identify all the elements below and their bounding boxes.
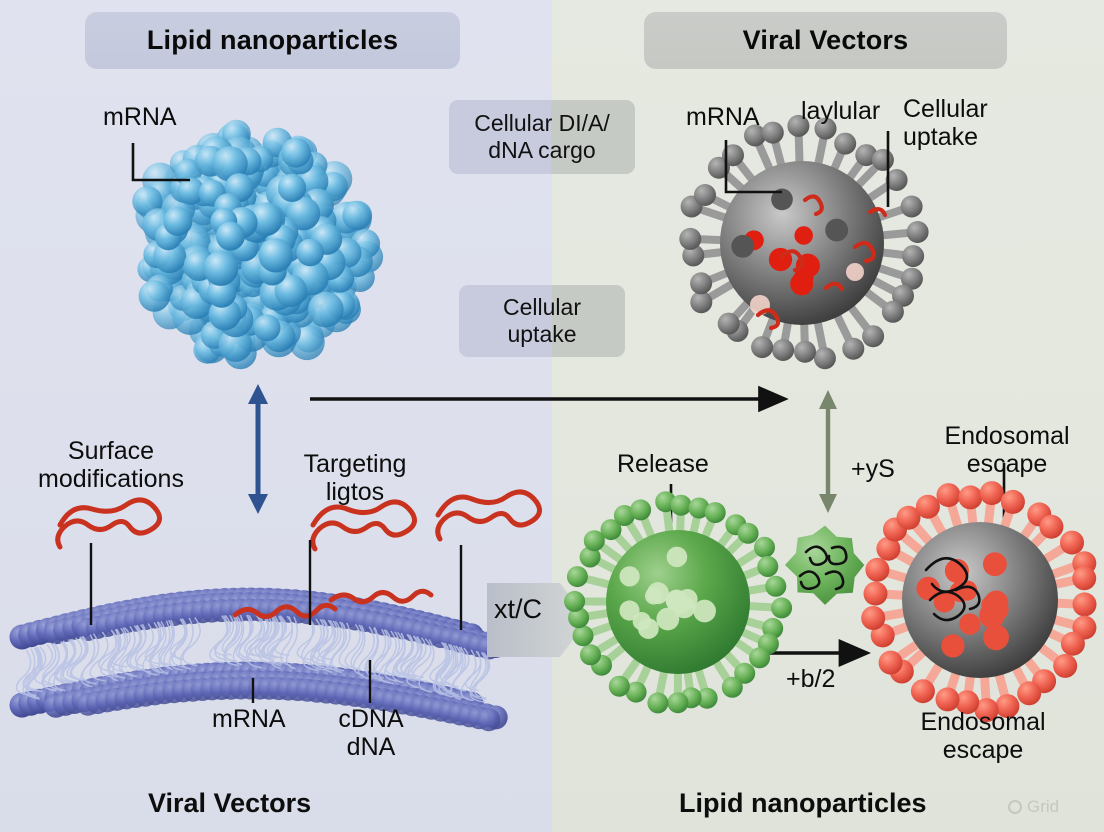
label-plus-b2: +b/2 (786, 665, 836, 693)
label-endosomal-escape-top: Endosomal escape (944, 422, 1070, 478)
label-laylular: laylular (801, 97, 881, 125)
panel-left-title: Lipid nanoparticles (85, 12, 460, 69)
watermark: Grid (1008, 797, 1059, 817)
label-mrna-lnp: mRNA (103, 103, 177, 131)
label-endosomal-escape-bottom: Endosomal escape (920, 708, 1046, 764)
label-targeting-ligands: Targeting ligtos (303, 450, 407, 506)
label-mrna-virus: mRNA (686, 103, 760, 131)
label-surface-modifications: Surface modifications (38, 437, 184, 493)
label-plus-ys: +yS (851, 455, 895, 483)
label-cdna-dna: cDNA dNA (338, 705, 404, 761)
tag-cellular-cargo: Cellular DI/A/ dNA cargo (449, 100, 635, 174)
tag-cellular-uptake: Cellular uptake (459, 285, 625, 357)
watermark-circle-icon (1008, 800, 1022, 814)
watermark-text: Grid (1027, 797, 1060, 816)
label-mrna-bilayer: mRNA (212, 705, 286, 733)
label-cellular-uptake: Cellular uptake (903, 95, 988, 151)
label-chevron-xtc: xt/C (494, 594, 543, 624)
panel-right-title: Viral Vectors (644, 12, 1007, 69)
label-release: Release (617, 450, 709, 478)
panel-left-bottom-label: Viral Vectors (148, 788, 312, 818)
panel-right-bottom-label: Lipid nanoparticles (679, 788, 927, 818)
